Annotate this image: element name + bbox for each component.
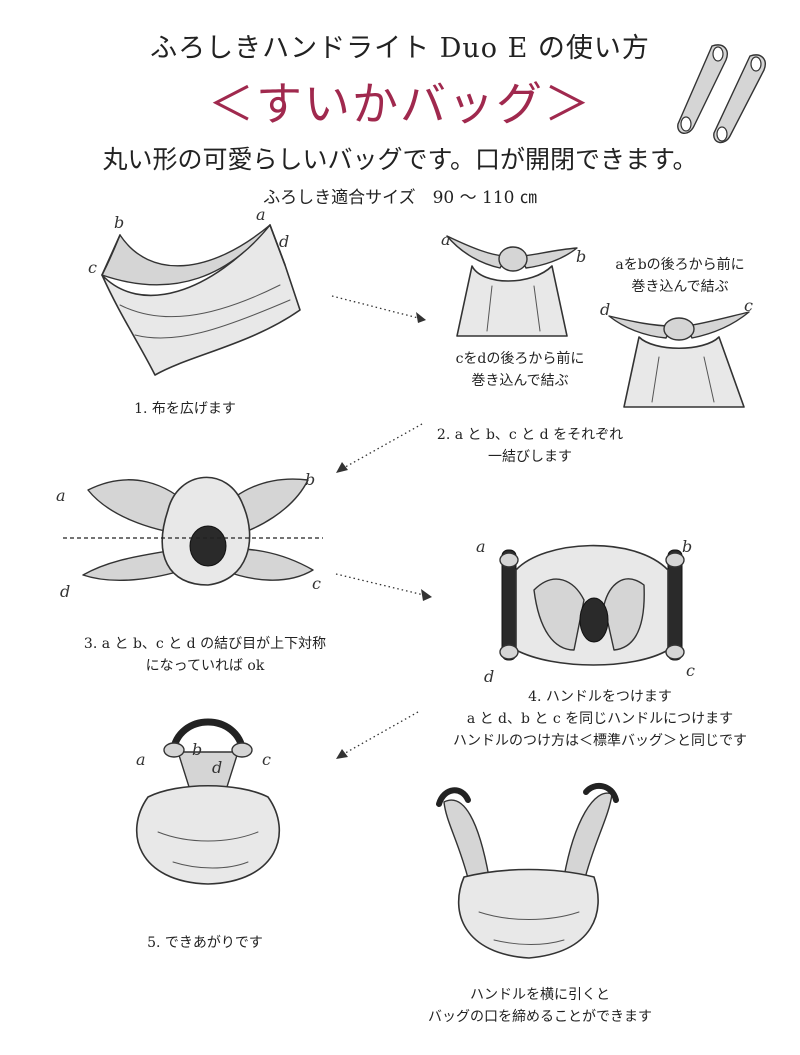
step3-caption-line2: になっていれば ok — [145, 658, 265, 674]
step3-caption: 3. a と b、c と d の結び目が上下対称 になっていれば ok — [60, 633, 350, 677]
step4-caption-line1: 4. ハンドルをつけます — [528, 689, 672, 705]
step2-label-a: a — [441, 230, 451, 249]
step1-illustration — [101, 224, 301, 376]
step5-label-d: d — [212, 758, 223, 777]
step2-caption-line1: 2. a と b、c と d をそれぞれ — [436, 427, 624, 443]
step5-caption: 5. できあがりです — [147, 935, 263, 951]
step4-caption: 4. ハンドルをつけます a と d、b と c を同じハンドルにつけます ハン… — [420, 686, 780, 752]
arrow-step1-to-step2 — [331, 295, 427, 323]
step6-caption-line2: バッグの口を締めることができます — [428, 1009, 652, 1025]
step3-label-c: c — [312, 574, 321, 593]
step1-caption: 1. 布を広げます — [134, 401, 236, 417]
page-title: ふろしきハンドライト Duo E の使い方 — [150, 33, 650, 64]
step2-caption-line2: 一結びします — [488, 449, 572, 465]
step3-caption-line1: 3. a と b、c と d の結び目が上下対称 — [83, 636, 327, 652]
step4-label-c: c — [686, 661, 695, 680]
step1-label-b: b — [114, 213, 125, 232]
step1-label-d: d — [279, 232, 290, 251]
cloth-size: ふろしき適合サイズ 90 〜 110 ㎝ — [263, 188, 537, 208]
page-subtitle: ＜すいかバッグ＞ — [208, 77, 592, 131]
step2-note-ab-line2: 巻き込んで結ぶ — [631, 279, 729, 295]
step2-note-ab-line1: aをbの後ろから前に — [615, 257, 745, 273]
arrow-step2-to-step3 — [336, 423, 423, 473]
step5-illustration — [135, 718, 281, 885]
step3-label-b: b — [305, 470, 316, 489]
step6-caption: ハンドルを横に引くと バッグの口を締めることができます — [410, 984, 670, 1028]
arrow-step4-to-step5 — [336, 711, 419, 759]
step5-label-a: a — [136, 750, 146, 769]
step2-note-cd-line1: cをdの後ろから前に — [455, 351, 585, 367]
step4-label-a: a — [476, 537, 486, 556]
handles-illustration — [677, 44, 766, 144]
step3-label-d: d — [60, 582, 71, 601]
step6-caption-line1: ハンドルを横に引くと — [470, 987, 610, 1003]
step2-label-c: c — [744, 296, 753, 315]
step2-knot-ab-illustration — [446, 235, 578, 337]
step3-illustration — [63, 476, 323, 586]
step2-note-cd-line2: 巻き込んで結ぶ — [471, 373, 569, 389]
step2-note-cd: cをdの後ろから前に 巻き込んで結ぶ — [430, 348, 610, 392]
bag-description: 丸い形の可愛らしいバッグです。口が開閉できます。 — [102, 145, 698, 174]
step2-caption: 2. a と b、c と d をそれぞれ 一結びします — [430, 424, 630, 468]
step4-caption-line2: a と d、b と c を同じハンドルにつけます — [466, 711, 734, 727]
step2-label-b: b — [576, 247, 587, 266]
step3-label-a: a — [56, 486, 66, 505]
step4-illustration — [499, 544, 685, 666]
step4-label-d: d — [484, 667, 495, 686]
handle-left — [677, 44, 728, 134]
step1-label-c: c — [88, 258, 97, 277]
step6-illustration — [436, 782, 619, 959]
step2-knot-cd-illustration — [608, 311, 750, 408]
step5-label-c: c — [262, 750, 271, 769]
step4-caption-line3: ハンドルのつけ方は＜標準バッグ＞と同じです — [453, 733, 747, 749]
step2-note-ab: aをbの後ろから前に 巻き込んで結ぶ — [590, 254, 770, 298]
step5-label-b: b — [192, 740, 203, 759]
step2-label-d: d — [600, 300, 611, 319]
arrow-step3-to-step4 — [335, 573, 432, 601]
handle-right — [713, 54, 766, 144]
step4-label-b: b — [682, 537, 693, 556]
step1-label-a: a — [256, 205, 266, 224]
